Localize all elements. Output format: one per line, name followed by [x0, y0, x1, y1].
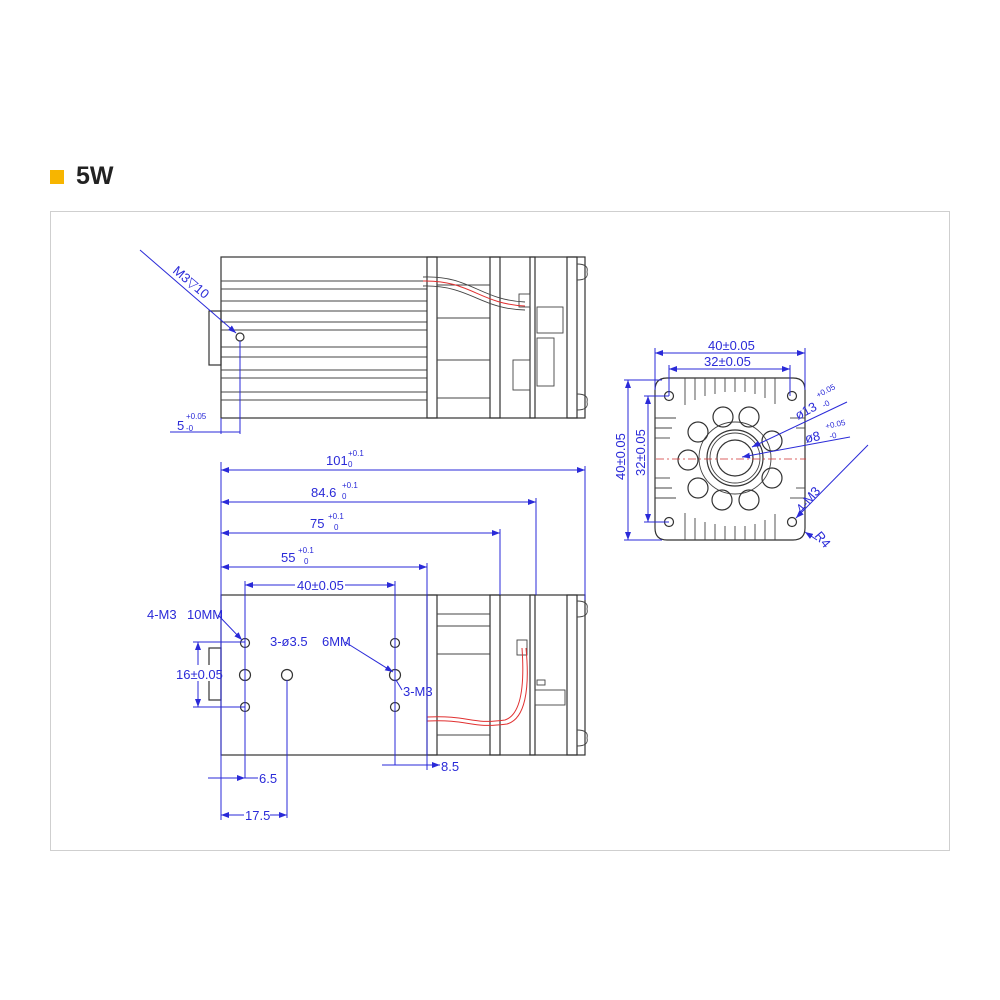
dim-8-5-value: 8.5 [441, 759, 459, 774]
bore-inner-lower: -0 [829, 431, 838, 441]
front-dim-32-width-value: 32±0.05 [704, 354, 751, 369]
front-outline [654, 377, 806, 541]
through-hole [280, 668, 294, 682]
dim-40-value: 40±0.05 [297, 578, 344, 593]
drawing-frame [50, 211, 950, 851]
top-fan-details [437, 263, 588, 411]
bottom-bands [426, 594, 578, 756]
bore-inner-leader [741, 436, 851, 459]
bore-outer [706, 429, 764, 487]
top-hole-leader [139, 249, 237, 334]
top-bands [426, 256, 578, 419]
front-view: 40±0.05 32±0.05 40±0.05 32±0.05 ø13 +0.0… [613, 338, 869, 551]
dim-75-upper: +0.1 [328, 512, 344, 521]
label-3-d3-5: 3-ø3.5 [270, 634, 308, 649]
bore-outer-upper: +0.05 [815, 382, 838, 400]
corner-radius-value: R4 [812, 528, 834, 550]
top-view: M3▽10 5 +0.05 -0 [139, 249, 588, 434]
dim-6-5-value: 6.5 [259, 771, 277, 786]
bottom-fan-details [437, 600, 588, 747]
bottom-view: 101 +0.1 0 84.6 +0.1 0 75 +0.1 0 55 +0.1… [147, 449, 588, 823]
dim-101-value: 101 [326, 453, 348, 468]
front-dim-40-width-value: 40±0.05 [708, 338, 755, 353]
bore-outer-leader [751, 401, 848, 448]
label-10mm: 10MM [187, 607, 223, 622]
bore-outer-lower: -0 [821, 398, 832, 410]
dim-84-6-value: 84.6 [311, 485, 336, 500]
top-wire-outline [422, 276, 526, 303]
dim-101-upper: +0.1 [348, 449, 364, 458]
page-title: 5W [76, 162, 114, 190]
label-6mm: 6MM [322, 634, 351, 649]
dim-75-value: 75 [310, 516, 324, 531]
top-hole-label: M3▽10 [170, 263, 212, 302]
offset-dim-lower: -0 [186, 424, 194, 433]
front-dim-32-height-value: 32±0.05 [633, 429, 648, 476]
dim-101-lower: 0 [348, 460, 353, 469]
offset-dim-value: 5 [177, 418, 184, 433]
front-fins [655, 378, 805, 540]
bottom-wire [426, 647, 524, 722]
dim-84-6-lower: 0 [342, 492, 347, 501]
front-dim-40-height-value: 40±0.05 [613, 433, 628, 480]
top-fins [221, 280, 427, 401]
label-3-m3: 3-M3 [403, 684, 433, 699]
dim-84-6-upper: +0.1 [342, 481, 358, 490]
mounting-holes [238, 637, 402, 713]
title-marker [50, 170, 64, 184]
top-bracket [208, 310, 222, 366]
dim-17-5-value: 17.5 [245, 808, 270, 823]
top-m3-hole [235, 332, 245, 342]
bore-inner-value: ø8 [804, 428, 822, 446]
bore-inner [716, 439, 754, 477]
front-cooling-holes [677, 406, 783, 511]
dim-16-value: 16±0.05 [176, 667, 223, 682]
dim-55-value: 55 [281, 550, 295, 565]
bore-outer-value: ø13 [792, 399, 819, 423]
dim-55-upper: +0.1 [298, 546, 314, 555]
offset-dim-upper: +0.05 [186, 412, 207, 421]
bore-inner-upper: +0.05 [825, 418, 847, 431]
corner-thread-leader [795, 444, 869, 519]
label-4-m3: 4-M3 [147, 607, 177, 622]
dim-55-lower: 0 [304, 557, 309, 566]
top-wire [422, 280, 526, 307]
dim-75-lower: 0 [334, 523, 339, 532]
